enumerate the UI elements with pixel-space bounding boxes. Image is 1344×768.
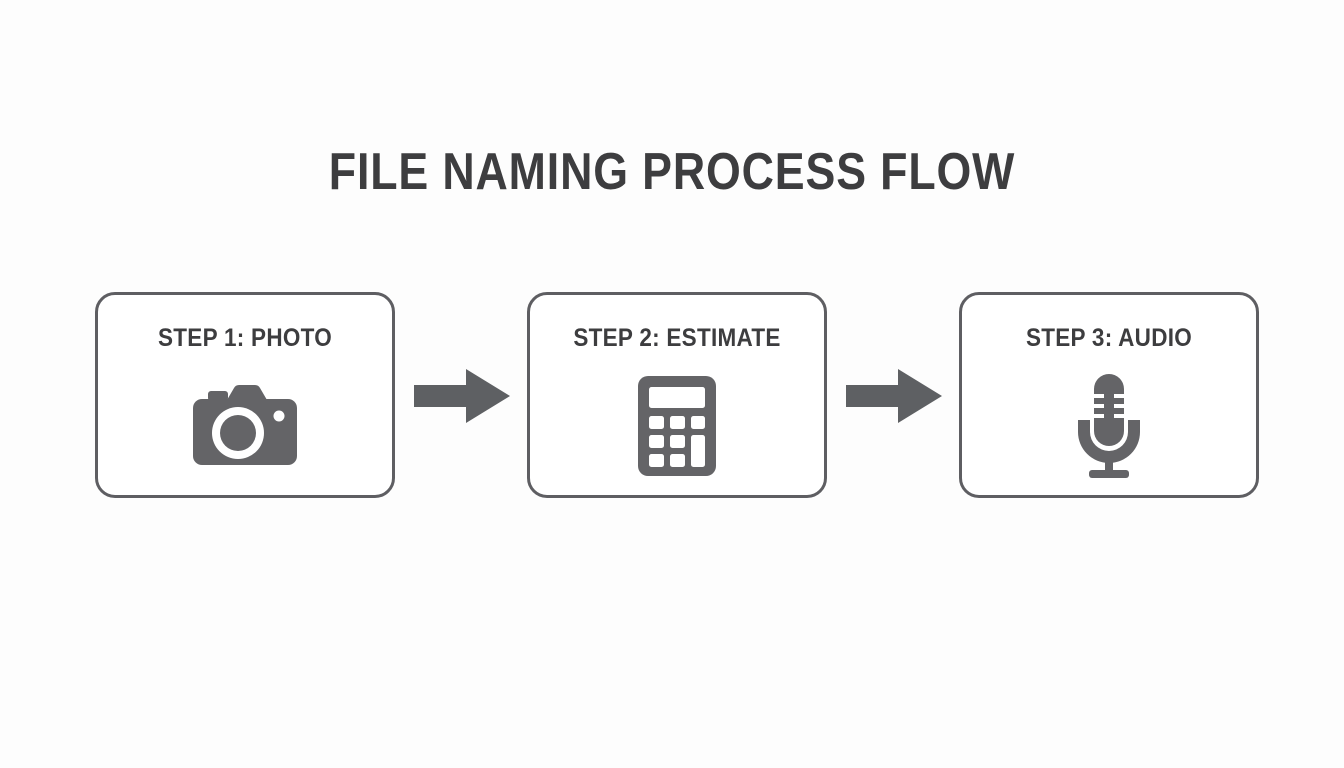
arrow-right-icon (414, 367, 510, 425)
step-card-1[interactable]: STEP 1: PHOTO (95, 292, 395, 498)
step-label-3: STEP 3: AUDIO (1025, 324, 1193, 352)
step-card-2[interactable]: STEP 2: ESTIMATE (527, 292, 827, 498)
flow-connector-1 (414, 367, 510, 425)
process-flow-row: STEP 1: PHOTO (0, 292, 1344, 502)
step-card-3[interactable]: STEP 3: AUDIO (959, 292, 1259, 498)
flow-connector-2 (846, 367, 942, 425)
step-label-1: STEP 1: PHOTO (158, 324, 332, 352)
step-icon-3-slot (962, 373, 1256, 483)
step-icon-2-slot (530, 373, 824, 483)
calculator-icon (638, 375, 716, 481)
camera-icon (191, 382, 299, 475)
microphone-icon (1066, 372, 1152, 485)
arrow-right-icon (846, 367, 942, 425)
step-icon-1-slot (98, 373, 392, 483)
step-label-2: STEP 2: ESTIMATE (573, 324, 781, 352)
page-title: FILE NAMING PROCESS FLOW (328, 143, 1016, 201)
